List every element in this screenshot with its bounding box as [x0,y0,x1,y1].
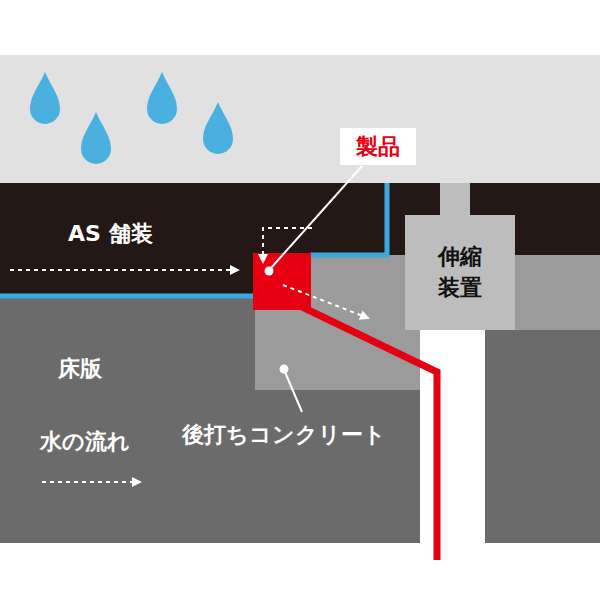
leader-dot [265,267,274,276]
part-label: 後打ちコンクリート [182,421,386,449]
waterproof-layer-edge [310,183,387,255]
raindrops [30,72,233,164]
part-label: 床版 [58,355,102,383]
raindrop [30,72,60,124]
flow-arrow [10,269,238,271]
asphalt-pavement-right [385,183,600,330]
node-text: 伸縮装置 [437,242,483,304]
waterproof-layer [0,294,255,299]
leader-line [285,372,302,412]
raindrop [203,102,233,154]
expansion-stem [440,183,470,217]
joint-gap [420,330,485,543]
leader-line [271,166,362,268]
post-pour-concrete-right [515,255,600,330]
callout-box: 製品 [340,128,416,165]
product-block [253,253,311,310]
part-label: 水の流れ [40,428,130,456]
part-label: AS 舗装 [68,220,153,248]
flow-arrow [283,285,368,318]
flow-arrow-legend [42,481,140,483]
raindrop [81,112,111,164]
flow-arrow [263,228,312,262]
sky [0,55,600,185]
leader-dot [280,365,289,374]
raindrop [147,72,177,124]
node-text: 製品 [356,133,400,161]
expansion-device: 伸縮装置 [405,215,515,330]
